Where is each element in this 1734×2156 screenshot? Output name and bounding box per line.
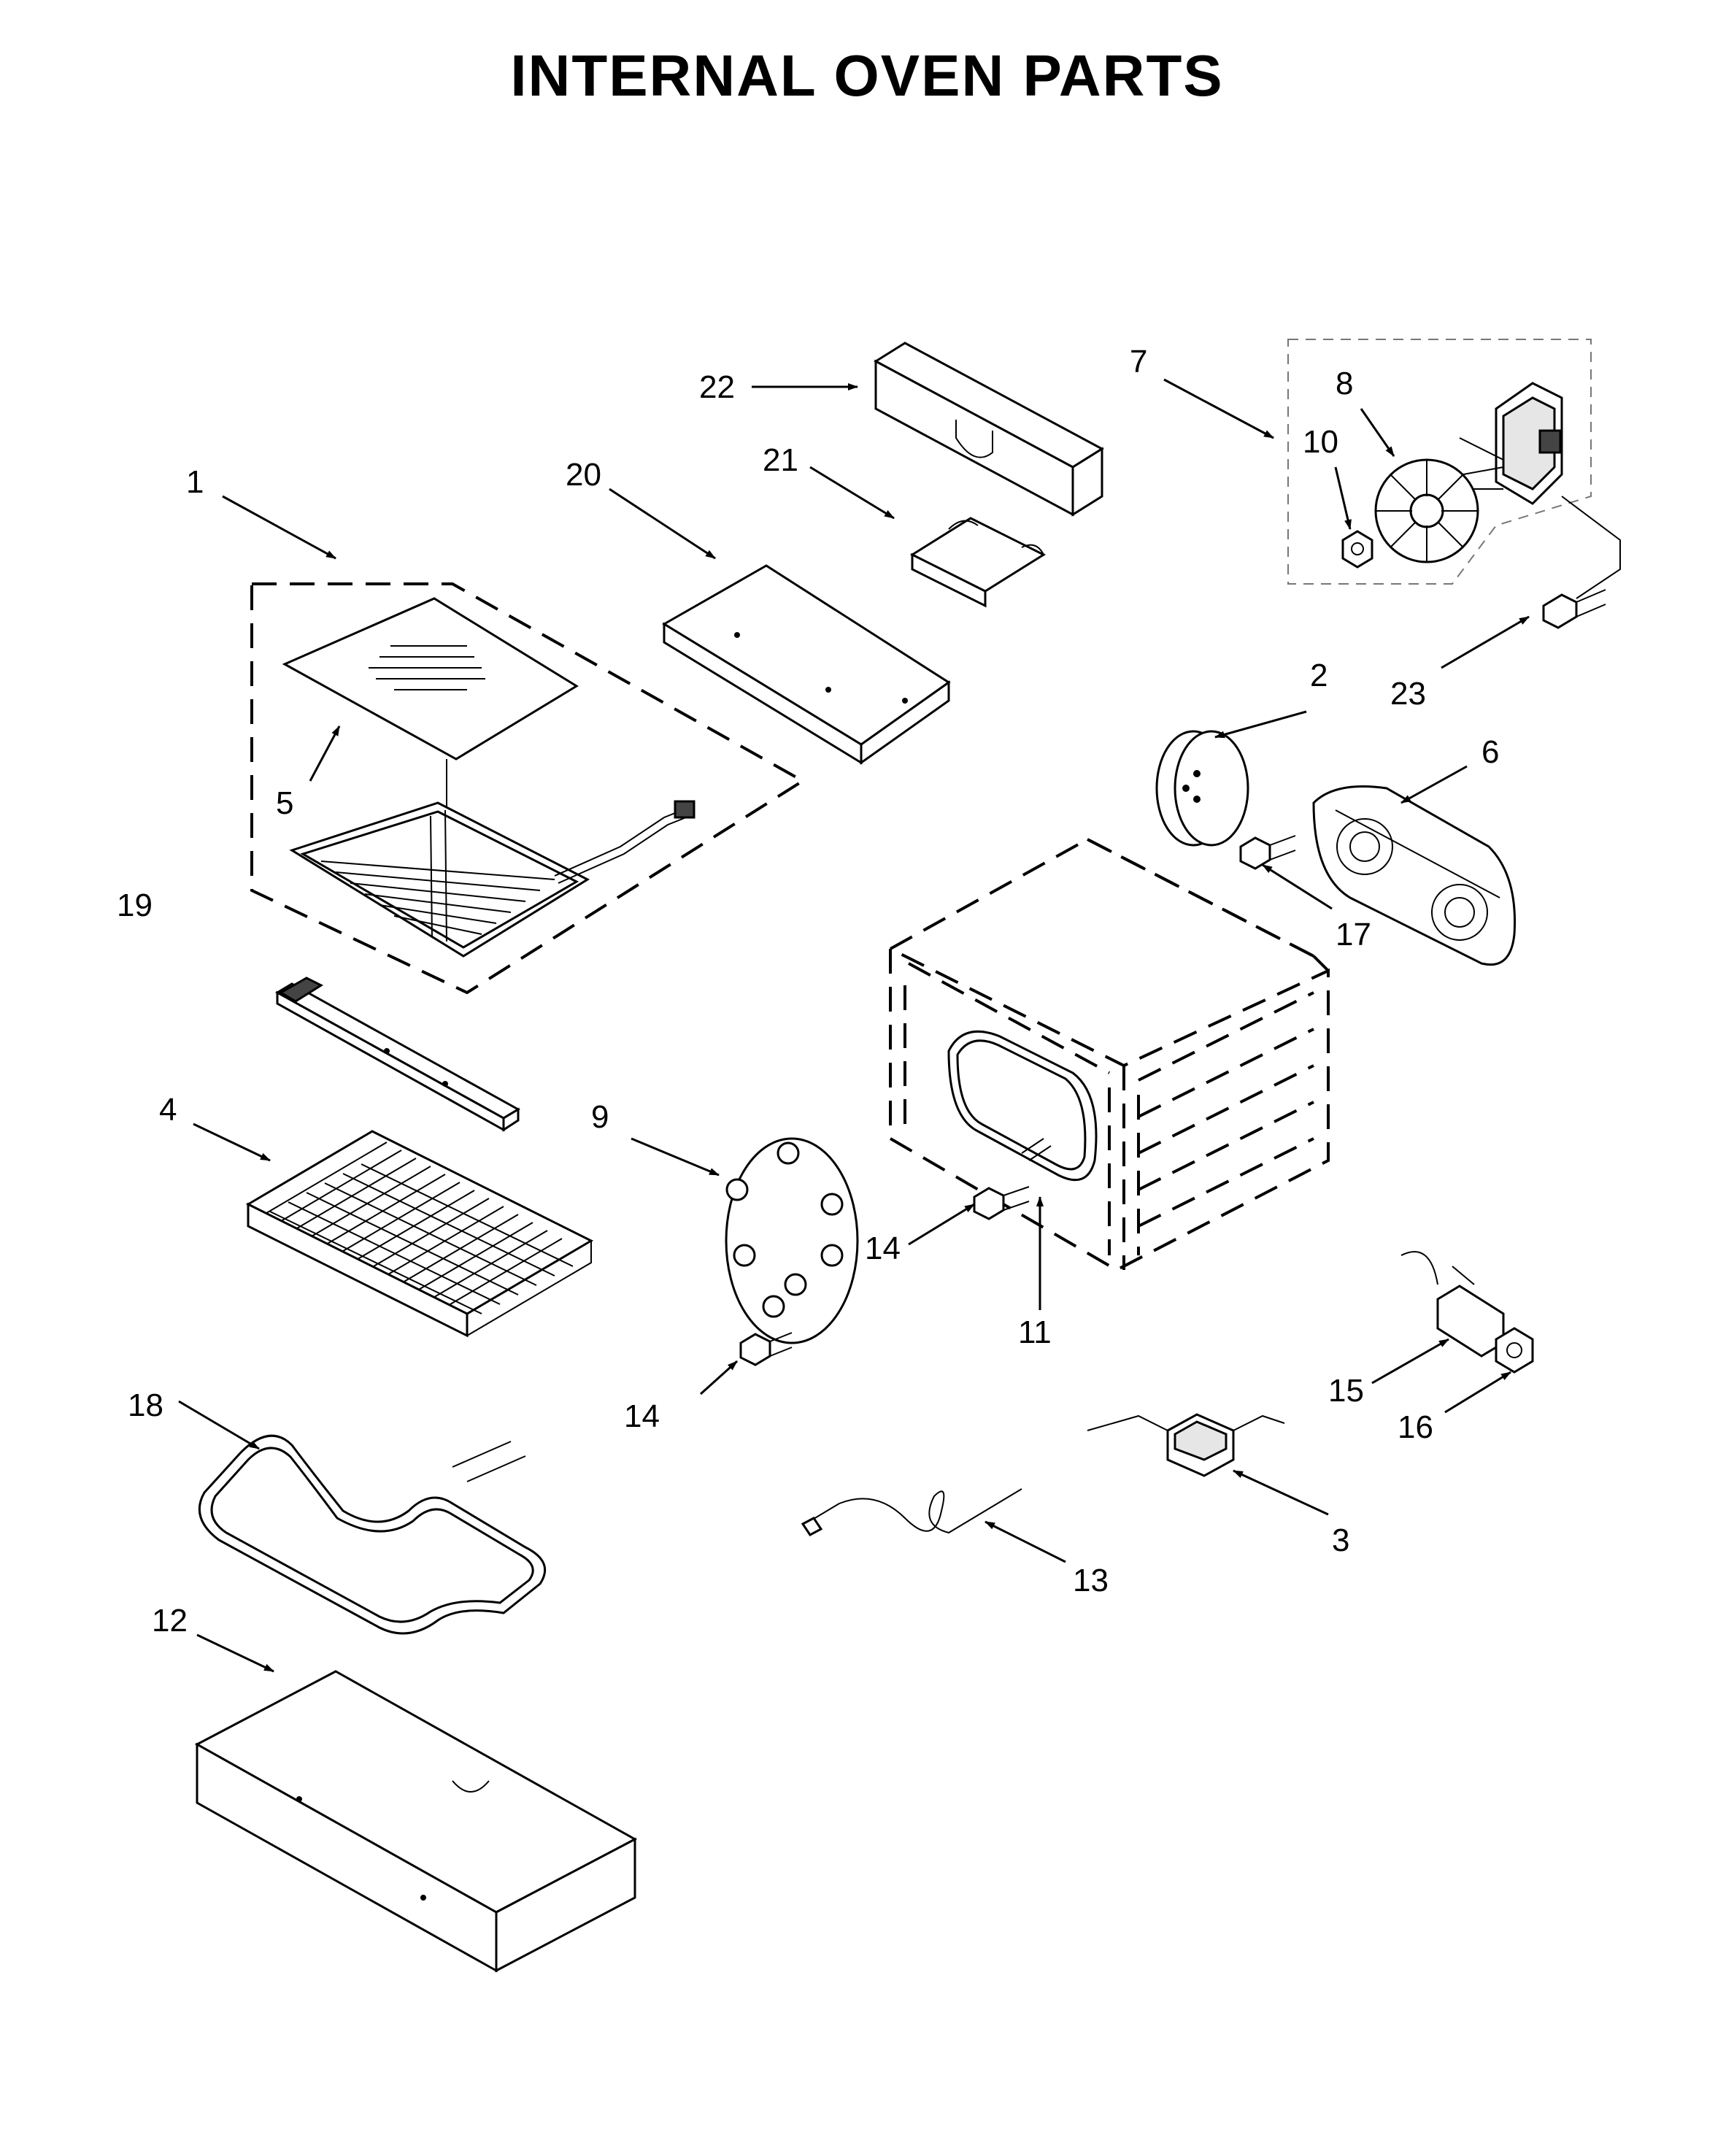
part-13-temp-probe bbox=[801, 1488, 1022, 1536]
callout-23: 23 bbox=[1390, 676, 1426, 712]
callout-8: 8 bbox=[1336, 366, 1353, 401]
callout-5: 5 bbox=[276, 785, 293, 821]
callout-6: 6 bbox=[1481, 734, 1499, 770]
part-14-screw-lower bbox=[739, 1332, 793, 1366]
callout-4: 4 bbox=[159, 1092, 177, 1128]
callout-16: 16 bbox=[1398, 1409, 1433, 1445]
leader-arrows bbox=[178, 378, 1530, 1673]
callout-21: 21 bbox=[763, 442, 798, 478]
part-10-nut bbox=[1341, 530, 1373, 569]
callout-14-lower: 14 bbox=[624, 1398, 660, 1434]
part-14-screw-upper bbox=[973, 1186, 1030, 1220]
callout-18: 18 bbox=[128, 1387, 163, 1423]
part-12-lower-panel bbox=[194, 1670, 638, 1973]
callout-2: 2 bbox=[1310, 658, 1328, 693]
part-1-broil-tray bbox=[289, 800, 695, 958]
part-2-fan-baffle bbox=[1155, 730, 1249, 847]
part-15-sensor bbox=[1400, 1251, 1505, 1358]
callout-14-upper: 14 bbox=[865, 1231, 901, 1266]
part-11-convection-element bbox=[947, 1030, 1098, 1182]
callout-15: 15 bbox=[1328, 1373, 1364, 1409]
part-7-motor bbox=[1459, 382, 1621, 599]
callout-10: 10 bbox=[1303, 424, 1338, 460]
part-4-oven-rack bbox=[245, 1130, 594, 1338]
part-8-fan-blade bbox=[1374, 458, 1479, 563]
callout-17: 17 bbox=[1336, 917, 1371, 952]
callout-3: 3 bbox=[1332, 1522, 1349, 1558]
page-title: INTERNAL OVEN PARTS bbox=[510, 43, 1224, 108]
callout-19: 19 bbox=[117, 888, 153, 923]
callout-7: 7 bbox=[1130, 344, 1147, 380]
part-7-motor-group-outline bbox=[1287, 339, 1592, 585]
part-23-screw bbox=[1542, 589, 1606, 629]
callout-1: 1 bbox=[186, 464, 204, 500]
part-21-bracket bbox=[909, 517, 1047, 608]
callout-13: 13 bbox=[1073, 1563, 1109, 1598]
part-16-nut bbox=[1495, 1327, 1534, 1374]
callout-11: 11 bbox=[1018, 1314, 1052, 1350]
callout-22: 22 bbox=[699, 369, 735, 405]
broil-assembly-outline bbox=[250, 582, 806, 995]
callout-9: 9 bbox=[591, 1099, 609, 1135]
part-19-trim-strip bbox=[274, 977, 521, 1132]
callout-labels: 1 2 3 4 5 6 7 8 9 10 11 12 13 14 14 15 1… bbox=[117, 344, 1499, 1639]
part-18-bake-element bbox=[198, 1434, 547, 1635]
part-17-screw bbox=[1239, 835, 1296, 870]
part-6-convection-cover bbox=[1312, 785, 1517, 966]
part-3-thermal-limiter bbox=[1087, 1413, 1285, 1477]
part-20-shield bbox=[662, 564, 951, 765]
part-22-channel bbox=[874, 342, 1104, 517]
oven-cavity-outline bbox=[889, 837, 1330, 1272]
callout-20: 20 bbox=[566, 457, 601, 493]
callout-12: 12 bbox=[152, 1603, 188, 1639]
part-9-rear-plate bbox=[725, 1137, 859, 1344]
part-5-cover-panel bbox=[282, 597, 579, 810]
